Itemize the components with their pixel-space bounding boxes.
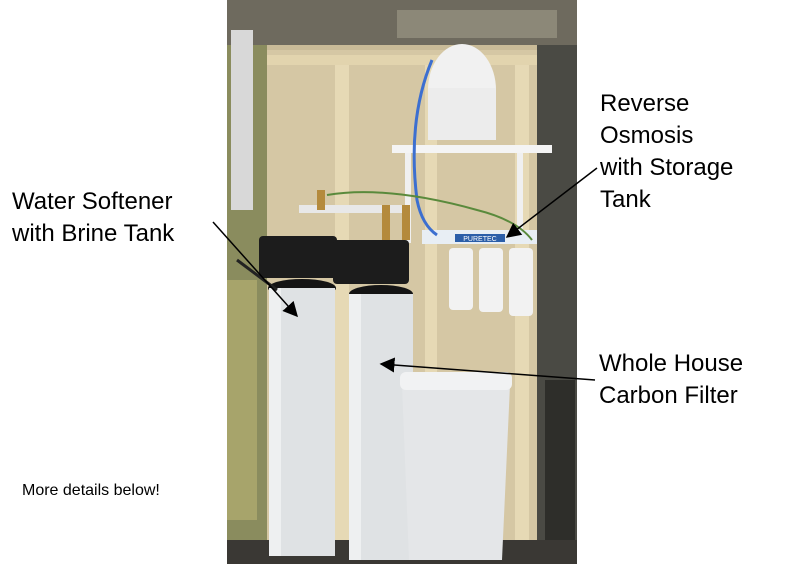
more-details-note: More details below! [22, 482, 160, 499]
electrical-panel [231, 30, 253, 210]
duct [397, 10, 557, 38]
top-plate [267, 55, 567, 65]
ro-tank-base [428, 88, 496, 140]
reverse-osmosis-label: Reverse Osmosis with Storage Tank [600, 90, 734, 213]
softener-control-head-2 [333, 240, 409, 284]
dark-pipe [545, 380, 575, 564]
brine-tank [402, 385, 510, 560]
water-system-photo: PURETEC [227, 0, 577, 564]
ro-filter-3 [509, 248, 533, 316]
puretec-label [455, 234, 505, 242]
tank-highlight-2 [349, 294, 361, 560]
tank-highlight [269, 288, 281, 556]
photo-scene: PURETEC [227, 0, 577, 564]
brass-fitting [382, 205, 390, 240]
ro-shelf [392, 145, 552, 153]
puretec-text: PURETEC [463, 236, 496, 243]
shelf-bracket [405, 153, 411, 243]
brine-tank-lid [400, 372, 512, 390]
wood-stud [335, 55, 349, 545]
pipe [299, 205, 409, 213]
ro-filter-1 [449, 248, 473, 310]
softener-control-head [259, 236, 337, 278]
ro-filter-2 [479, 248, 503, 312]
blue-tubing [412, 59, 438, 237]
brass-fitting [402, 205, 410, 240]
water-softener-label: Water Softener with Brine Tank [12, 188, 175, 247]
insulation-panel [227, 280, 257, 520]
brass-fitting [317, 190, 325, 210]
carbon-filter-label: Whole House Carbon Filter [599, 350, 744, 409]
